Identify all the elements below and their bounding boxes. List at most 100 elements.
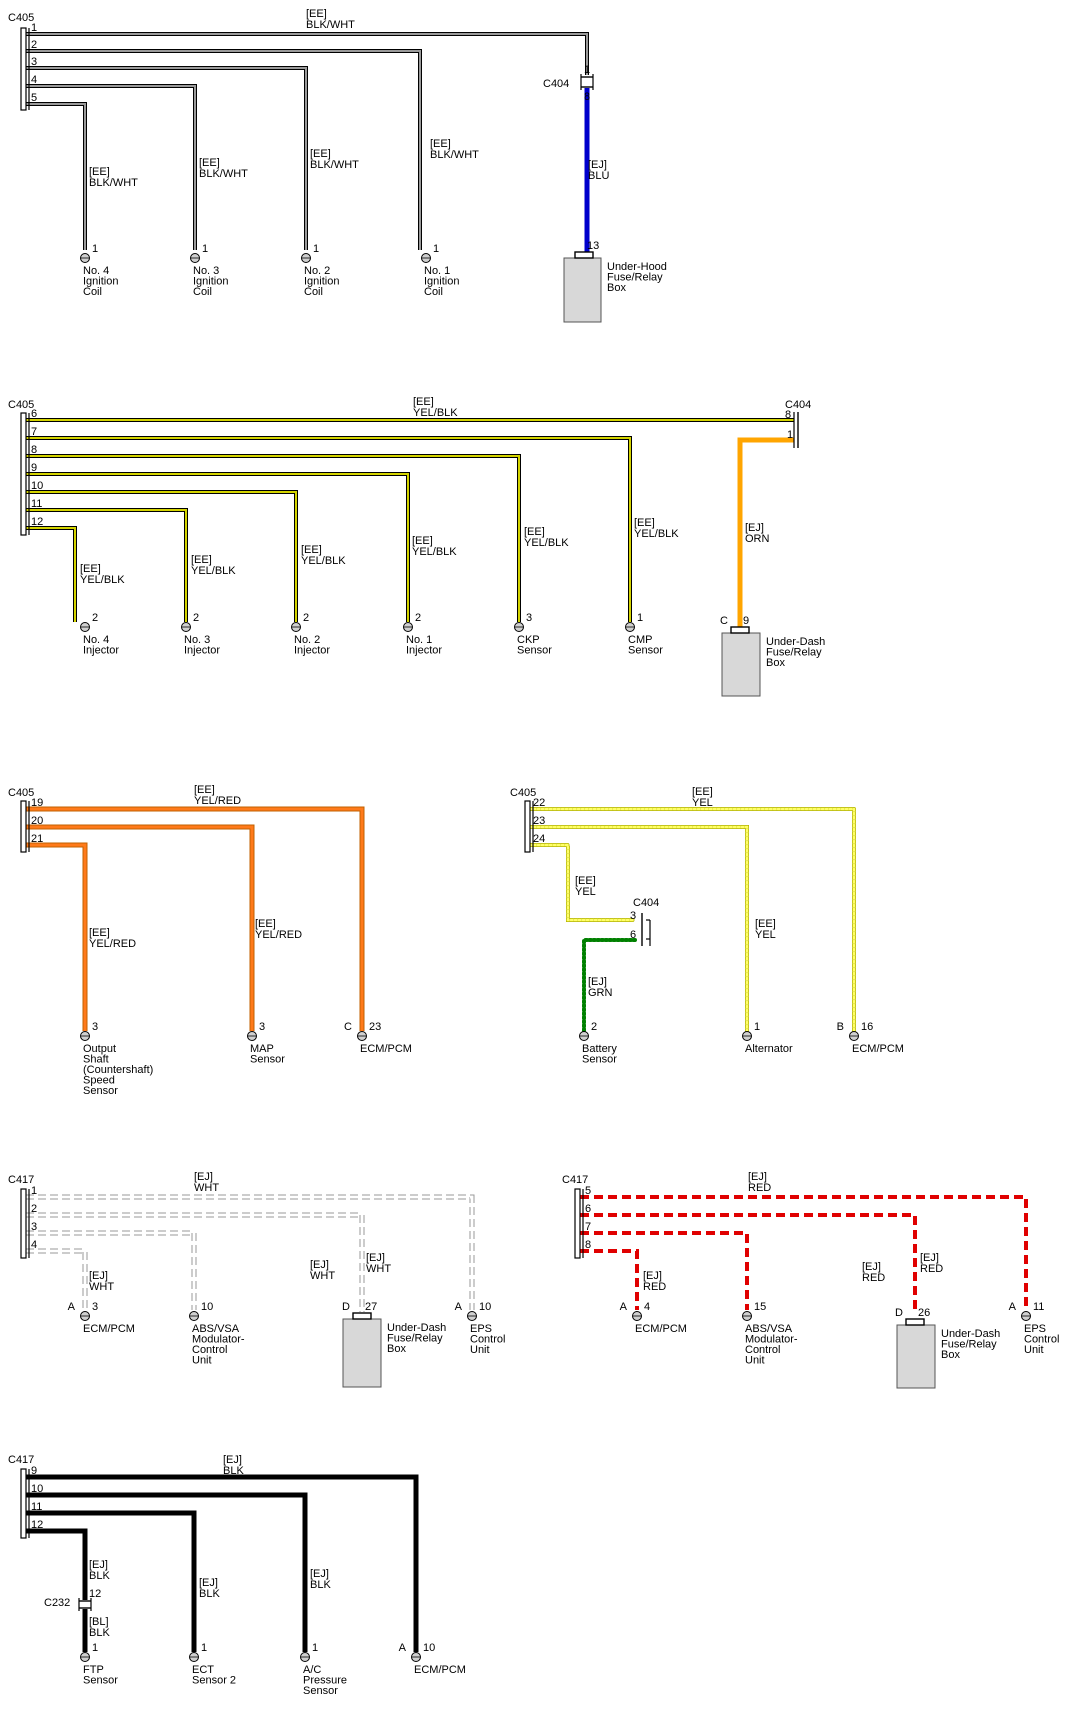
device-name: A/C <box>303 1664 321 1676</box>
device-terminal <box>80 1652 90 1662</box>
device-name: Alternator <box>745 1043 793 1055</box>
connector-pin: 2 <box>31 39 37 51</box>
connector-c417 <box>20 1468 30 1539</box>
wire-label-harness: [EE] <box>413 396 434 408</box>
wire-label-color: YEL/BLK <box>412 546 457 558</box>
connector-pin: 5 <box>31 92 37 104</box>
connector-pin: 6 <box>585 1203 591 1215</box>
wire-label-harness: [EE] <box>575 875 596 887</box>
under-dash-fuse-relay-box-name: Fuse/Relay <box>387 1333 443 1345</box>
wire-yel-blk <box>26 454 521 622</box>
device-name: ECM/PCM <box>83 1323 135 1335</box>
device-name: Injector <box>294 645 330 657</box>
device-name: ABS/VSA <box>745 1323 793 1335</box>
wire-label-harness: [EJ] <box>223 1454 242 1466</box>
wire-label-color: BLK/WHT <box>310 159 359 171</box>
wire-outline <box>26 454 521 622</box>
device-terminal <box>849 1031 859 1041</box>
under-dash-fuse-relay-box <box>896 1318 936 1389</box>
connector-body <box>20 412 27 536</box>
wire-label-harness: [EE] <box>194 784 215 796</box>
device-name: No. 4 <box>83 265 109 277</box>
wire-core <box>26 85 196 250</box>
under-dash-fuse-relay-box-pin: 26 <box>918 1307 930 1319</box>
under-dash-fuse-relay-box-name: Under-Dash <box>387 1322 446 1334</box>
device-pin: 2 <box>415 612 421 624</box>
connector-body <box>524 800 531 853</box>
wire-label-color: BLK <box>310 1579 331 1591</box>
wire-label-harness: [EJ] <box>643 1270 662 1282</box>
under-hood-fuse-relay-box-name: Under-Hood <box>607 261 667 273</box>
device-name: FTP <box>83 1664 104 1676</box>
connector-pin: 21 <box>31 833 43 845</box>
connector-pin: 3 <box>630 910 636 922</box>
connector-c404 <box>580 74 594 90</box>
device-name: Injector <box>184 645 220 657</box>
device-name: Sensor <box>303 1685 338 1697</box>
device-name: ECM/PCM <box>852 1043 904 1055</box>
under-hood-fuse-relay-box <box>563 251 602 323</box>
wire-blk-wht <box>26 66 308 250</box>
device-terminal <box>80 253 90 263</box>
connector-name: C405 <box>510 787 536 799</box>
device-name: No. 3 <box>193 265 219 277</box>
connector-pin: 1 <box>584 64 590 76</box>
connector-c404 <box>641 913 651 946</box>
connector-pin: 4 <box>31 1239 37 1251</box>
device-name: ECM/PCM <box>414 1664 466 1676</box>
wire-yel-red <box>26 806 365 1031</box>
wire-label-harness: [EJ] <box>89 1559 108 1571</box>
connector-name: C417 <box>8 1454 34 1466</box>
text-layer: C40512345C40418[EE]BLK/WHT[EJ]BLU[EE]BLK… <box>8 8 1059 1697</box>
device-terminal <box>357 1031 367 1041</box>
under-dash-fuse-relay-box-name: Fuse/Relay <box>766 647 822 659</box>
device-cavity: A <box>1009 1301 1017 1313</box>
device-name: Ignition <box>193 276 228 288</box>
wire-label-harness: [EE] <box>412 535 433 547</box>
under-hood-fuse-relay-box-name: Fuse/Relay <box>607 272 663 284</box>
connector-c405 <box>524 800 534 853</box>
device-pin: 11 <box>1033 1301 1044 1313</box>
device-pin: 1 <box>312 1642 318 1654</box>
device-name: Coil <box>424 286 443 298</box>
device-name: No. 1 <box>424 265 450 277</box>
device-pin: 1 <box>92 243 98 255</box>
device-name: Sensor <box>582 1054 617 1066</box>
wire-core <box>26 807 364 1031</box>
device-terminal <box>300 1652 310 1662</box>
connector-pin: 3 <box>31 1221 37 1233</box>
wire-dots <box>582 938 637 1033</box>
connector-body <box>20 800 27 853</box>
wire-label-harness: [EE] <box>199 157 220 169</box>
wire-dash <box>580 1231 749 1310</box>
wire-blk <box>26 1474 419 1652</box>
under-dash-fuse-relay-box-name: Box <box>766 657 785 669</box>
device-cavity: A <box>68 1301 76 1313</box>
connector-pin: 12 <box>31 1519 43 1531</box>
wire-label-harness: [EE] <box>89 927 110 939</box>
wire-outline <box>26 806 365 1031</box>
wire-core <box>26 103 86 250</box>
under-dash-fuse-relay-box-pin: 9 <box>743 615 749 627</box>
connector-pin: 19 <box>31 797 43 809</box>
wire-yel-blk <box>26 436 632 622</box>
device-terminal <box>742 1031 752 1041</box>
wire-label-harness: [EE] <box>430 138 451 150</box>
device-pin: 1 <box>637 612 643 624</box>
wire-label-color: BLU <box>588 170 609 182</box>
wire-label-harness: [EE] <box>755 918 776 930</box>
wire-outline <box>26 824 255 1031</box>
device-name: Modulator- <box>745 1334 798 1346</box>
device-pin: 2 <box>303 612 309 624</box>
device-name: Injector <box>406 645 442 657</box>
device-terminal <box>247 1031 257 1041</box>
wire-label-color: BLK <box>89 1570 110 1582</box>
device-cavity: A <box>620 1301 628 1313</box>
device-terminal <box>80 1031 90 1041</box>
device-cavity: A <box>399 1642 407 1654</box>
wire-wht <box>26 1248 88 1310</box>
connector-pin: 8 <box>31 444 37 456</box>
device-terminal <box>514 622 524 632</box>
wire-label-color: YEL/BLK <box>191 565 236 577</box>
